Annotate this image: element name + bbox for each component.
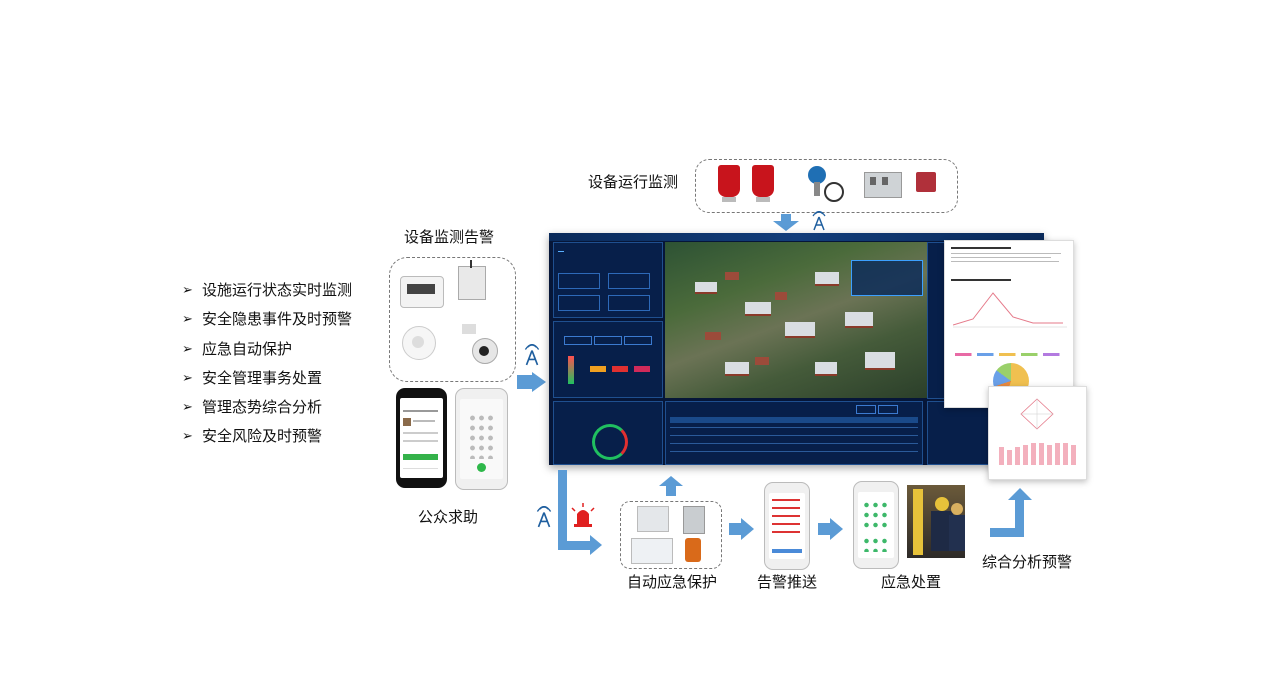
arrow-down-head: [773, 221, 799, 231]
label-alarm-push: 告警推送: [757, 573, 818, 591]
red-sensor-image: [752, 165, 774, 197]
chevron-right-icon: ➢: [182, 312, 193, 328]
arrow-right-shaft: [818, 523, 830, 535]
feature-item: ➢安全管理事务处置: [182, 364, 352, 393]
phone-app-image: [396, 388, 447, 488]
wireless-module-image: [458, 266, 486, 300]
analysis-connector-horizontal: [990, 528, 1024, 537]
fire-extinguisher-device-image: [685, 538, 701, 562]
feature-list: ➢设施运行状态实时监测 ➢安全隐患事件及时预警 ➢应急自动保护 ➢安全管理事务处…: [182, 276, 352, 452]
controller-image: [683, 506, 705, 534]
phone-screen: [769, 493, 805, 559]
panel-device-status: [553, 242, 663, 318]
alarm-light-icon: [571, 503, 595, 527]
chevron-right-icon: ➢: [182, 341, 193, 357]
phone-screen: [400, 398, 443, 478]
analysis-arrow-head: [1008, 488, 1032, 500]
label-device-monitor-alarm: 设备监测告警: [404, 228, 495, 246]
valve-image: [637, 506, 669, 532]
breaker-switch: [870, 177, 876, 185]
auto-emergency-box: [620, 501, 722, 569]
arrow-right-shaft: [517, 375, 532, 389]
chevron-right-icon: ➢: [182, 429, 193, 445]
label-emergency-handling: 应急处置: [881, 573, 942, 591]
circuit-breaker-image: [864, 172, 902, 198]
sensor-base: [756, 197, 770, 202]
report-radar-chart: [1020, 398, 1054, 430]
label-comprehensive-analysis: 综合分析预警: [982, 553, 1073, 571]
call-button-icon: [477, 463, 486, 472]
phone-screen: [858, 492, 894, 558]
control-box-image: [631, 538, 673, 564]
analysis-report-image: [988, 386, 1087, 480]
analysis-connector-vertical: [1015, 499, 1024, 537]
phone-screen: [460, 399, 503, 479]
camera-lens: [479, 346, 489, 356]
satellite-map-image: [665, 242, 927, 398]
arrow-right-head: [532, 372, 546, 392]
sensor-base: [722, 197, 736, 202]
monitor-device-box: [389, 257, 516, 382]
phone-dialer-image: [455, 388, 508, 490]
signal-tower-icon: [524, 344, 540, 366]
panel-score: [553, 401, 663, 465]
alarm-push-phone-image: [764, 482, 810, 570]
antenna: [470, 260, 472, 268]
chevron-right-icon: ➢: [182, 283, 193, 298]
flow-connector-vertical: [558, 470, 567, 550]
panel-realtime-alarms: [665, 401, 923, 465]
label-public-help: 公众求助: [418, 508, 479, 526]
signal-tower-icon: [812, 211, 826, 231]
arrow-right-head: [741, 518, 754, 540]
signal-tower-icon: [536, 506, 552, 528]
feature-item: ➢安全风险及时预警: [182, 422, 352, 451]
camera-mount: [462, 324, 476, 334]
transmitter-stem: [814, 182, 820, 196]
safety-report-image: [944, 240, 1074, 408]
chevron-right-icon: ➢: [182, 400, 193, 416]
panel-alarm-stats: [553, 321, 663, 398]
breaker-switch: [882, 177, 888, 185]
arrow-down-shaft: [781, 214, 791, 222]
label-auto-emergency: 自动应急保护: [627, 573, 718, 591]
flow-connector-horizontal: [558, 541, 590, 550]
emergency-phone-image: [853, 481, 899, 569]
field-response-photo: [907, 485, 965, 558]
device-row-box: [695, 159, 958, 213]
transmitter-cable: [824, 182, 844, 202]
label-device-run-monitor: 设备运行监测: [588, 173, 679, 191]
feature-item: ➢安全隐患事件及时预警: [182, 305, 352, 334]
surge-protector-image: [916, 172, 936, 192]
arrow-up-head: [659, 476, 683, 486]
feature-item: ➢管理态势综合分析: [182, 393, 352, 422]
arrow-right-head: [830, 518, 843, 540]
level-transmitter-image: [808, 166, 826, 184]
red-sensor-image: [718, 165, 740, 197]
feature-item: ➢应急自动保护: [182, 335, 352, 364]
report-line-chart: [953, 292, 1067, 328]
arrow-right-shaft: [729, 523, 741, 535]
dashboard-header: [549, 233, 1044, 241]
arrow-up-shaft: [666, 486, 676, 496]
flow-arrow-head: [590, 535, 602, 555]
panel-display: [407, 284, 435, 294]
detector-center: [412, 336, 424, 348]
chevron-right-icon: ➢: [182, 370, 193, 386]
feature-item: ➢设施运行状态实时监测: [182, 276, 352, 305]
